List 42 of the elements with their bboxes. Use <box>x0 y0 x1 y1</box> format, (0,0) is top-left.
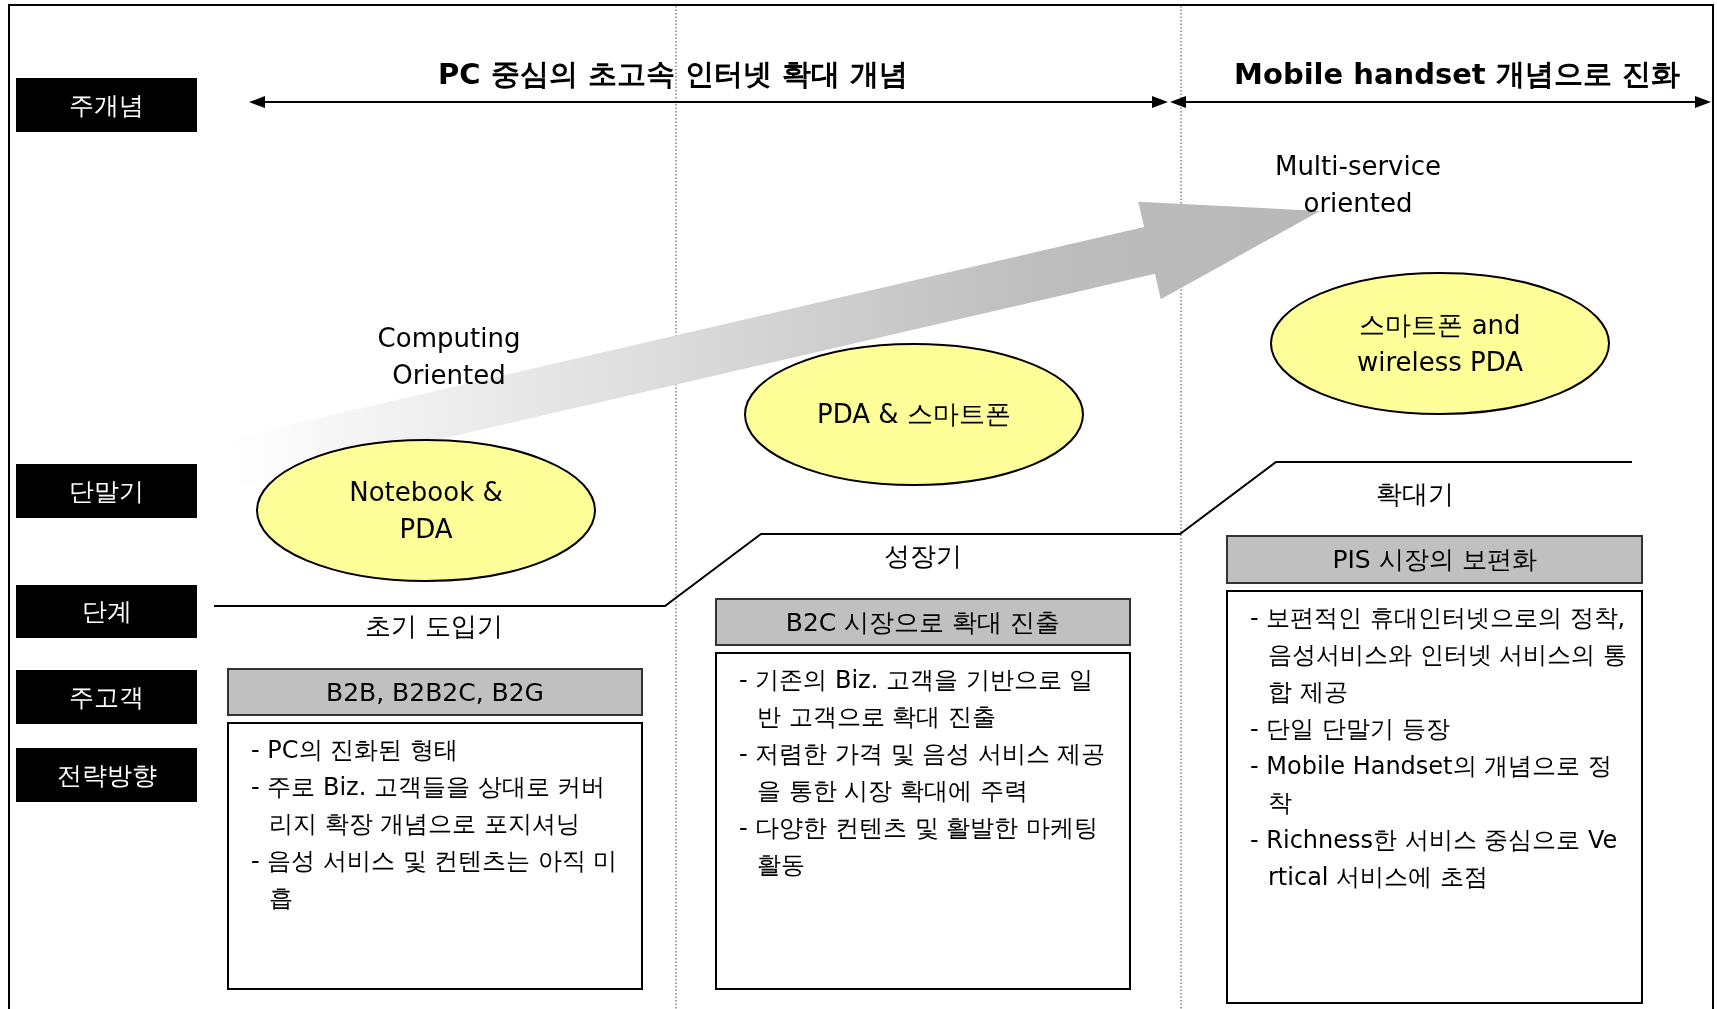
trend-label: Multi-service oriented <box>1273 150 1443 220</box>
row-header-box <box>16 670 197 724</box>
strategy-text-box <box>715 652 1131 990</box>
row-label: 전략방향 <box>56 759 157 792</box>
strategy-text-box <box>227 722 643 990</box>
row-label: 주개념 <box>69 89 144 122</box>
stage-label: 초기 도입기 <box>364 609 504 643</box>
segment-header-box <box>227 668 643 716</box>
row-header-box <box>16 585 197 638</box>
bullet-text: - 저렴한 가격 및 음성 서비스 제공을 통한 시장 확대에 주력 <box>739 739 1107 807</box>
device-label: PDA & 스마트폰 <box>816 398 1012 431</box>
row-label: 단말기 <box>69 475 144 508</box>
concept-heading: PC 중심의 초고속 인터넷 확대 개념 <box>438 55 908 93</box>
bullet-text: - Mobile Handset의 개념으로 정착 <box>1250 751 1613 819</box>
trend-label: Computing Oriented <box>376 322 522 392</box>
bullet-text: - 주로 Biz. 고객들을 상대로 커버리지 확장 개념으로 포지셔닝 <box>251 772 607 840</box>
strategy-text-box <box>1226 590 1643 1004</box>
row-header-box <box>16 464 197 518</box>
bullet-text: - PC의 진화된 형태 <box>251 735 459 766</box>
stage-label: 성장기 <box>884 539 962 573</box>
row-label: 단계 <box>81 596 132 628</box>
device-ellipse <box>1269 271 1611 416</box>
bullet-text: - 단일 단말기 등장 <box>1250 714 1451 745</box>
segment-label: PIS 시장의 보편화 <box>1332 544 1537 576</box>
device-label: Notebook & PDA <box>348 475 504 546</box>
device-ellipse <box>255 438 597 583</box>
bullet-text: - 보편적인 휴대인터넷으로의 정착, 음성서비스와 인터넷 서비스의 통합 제공 <box>1250 603 1627 708</box>
concept-heading: Mobile handset 개념으로 진화 <box>1234 55 1680 93</box>
bullet-text: - Richness한 서비스 중심으로 Vertical 서비스에 초점 <box>1250 825 1619 893</box>
bullet-text: - 다양한 컨텐츠 및 활발한 마케팅 활동 <box>739 813 1099 881</box>
segment-header-box <box>715 598 1131 646</box>
segment-header-box <box>1226 535 1643 584</box>
row-label: 주고객 <box>69 681 144 714</box>
device-ellipse <box>743 342 1085 487</box>
bullet-text: - 기존의 Biz. 고객을 기반으로 일반 고객으로 확대 진출 <box>739 665 1095 733</box>
segment-label: B2B, B2B2C, B2G <box>326 677 544 707</box>
row-header-box <box>16 78 197 132</box>
device-label: 스마트폰 and wireless PDA <box>1355 308 1525 379</box>
segment-label: B2C 시장으로 확대 진출 <box>785 606 1061 639</box>
bullet-text: - 음성 서비스 및 컨텐츠는 아직 미흡 <box>251 846 619 914</box>
row-header-box <box>16 748 197 802</box>
stage-label: 확대기 <box>1376 477 1454 511</box>
